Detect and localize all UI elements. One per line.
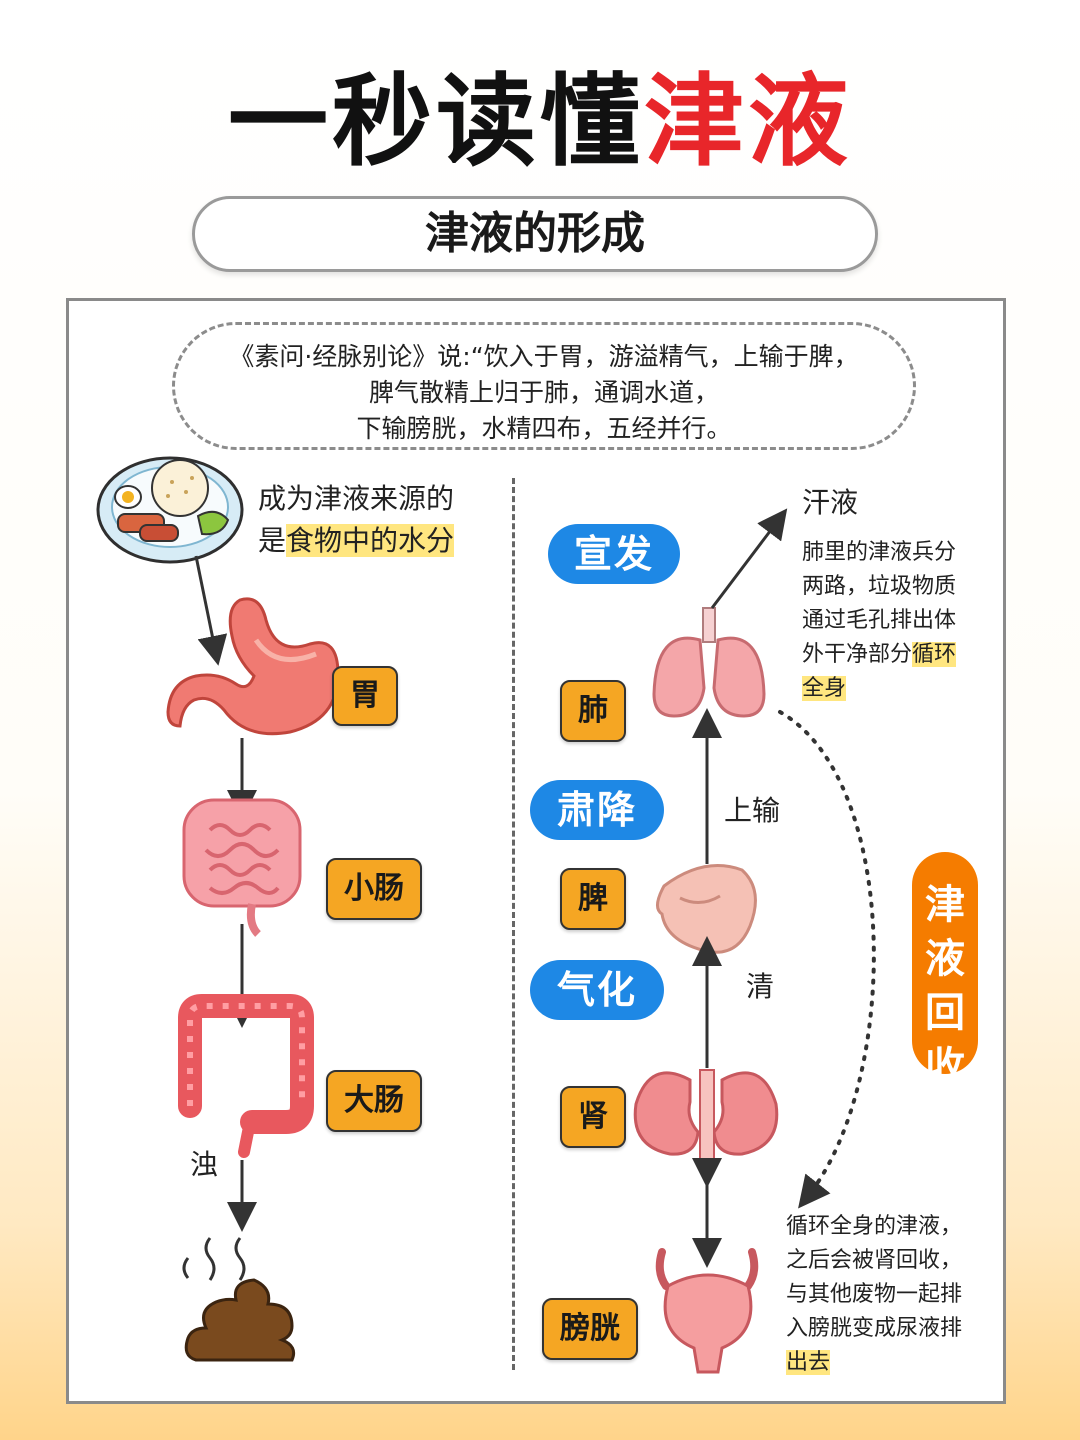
sweat-highlight-b: 全身	[802, 676, 847, 701]
quote-line-2: 脾气散精上归于肺，通调水道，	[368, 378, 719, 407]
sweat-desc-line5: 全身	[802, 672, 956, 706]
label-bladder: 膀胱	[542, 1298, 638, 1360]
sweat-desc-line4: 外干净部分循环	[802, 638, 957, 672]
recycle-desc-line5: 出去	[786, 1346, 962, 1380]
recycle-char-3: 回	[925, 990, 965, 1036]
section-title: 津液的形成	[192, 196, 878, 272]
sweat-description: 肺里的津液兵分 两路，垃圾物质 通过毛孔排出体 外干净部分循环 全身	[802, 536, 957, 706]
quote-line-1: 《素问·经脉别论》说:“饮入于胃，游溢精气，上输于脾，	[229, 342, 859, 371]
recycle-desc-line2: 之后会被肾回收，	[786, 1248, 963, 1273]
action-descend: 肃降	[530, 780, 664, 840]
title-main: 一秒读懂	[228, 63, 644, 180]
sweat-desc-line3: 通过毛孔排出体	[802, 608, 957, 633]
recycle-desc-line3: 与其他废物一起排	[786, 1282, 963, 1307]
column-divider	[512, 478, 515, 1370]
title-highlight: 津液	[644, 63, 852, 180]
label-small-intestine: 小肠	[326, 858, 422, 920]
action-disperse: 宣发	[548, 524, 680, 584]
turbid-label: 浊	[190, 1148, 219, 1181]
quote-box: 《素问·经脉别论》说:“饮入于胃，游溢精气，上输于脾， 脾气散精上归于肺，通调水…	[172, 322, 916, 450]
recycle-description: 循环全身的津液， 之后会被肾回收， 与其他废物一起排 入膀胱变成尿液排 出去	[786, 1210, 962, 1380]
recycle-char-1: 津	[925, 882, 965, 928]
sweat-desc-line2: 两路，垃圾物质	[802, 574, 957, 599]
label-spleen: 脾	[560, 868, 626, 930]
action-qi-transform: 气化	[530, 960, 664, 1020]
sweat-desc-line4-text: 外干净部分	[802, 642, 913, 667]
sweat-title: 汗液	[802, 486, 859, 519]
label-stomach: 胃	[332, 666, 398, 726]
source-caption-line2: 是食物中的水分	[258, 520, 455, 562]
recycle-char-4: 收	[925, 1044, 965, 1090]
recycle-desc-line1: 循环全身的津液，	[786, 1214, 963, 1239]
sweat-highlight-a: 循环	[912, 642, 957, 667]
label-large-intestine: 大肠	[326, 1070, 422, 1132]
source-caption: 成为津液来源的 是食物中的水分	[258, 478, 455, 562]
source-caption-prefix: 是	[258, 524, 287, 557]
recycle-desc-line4-text: 入膀胱变成尿液排	[786, 1316, 963, 1341]
recycle-highlight: 出去	[786, 1350, 831, 1375]
recycle-desc-line4: 入膀胱变成尿液排	[786, 1312, 962, 1346]
page-title: 一秒读懂津液	[0, 62, 1080, 182]
sweat-desc-line1: 肺里的津液兵分	[802, 540, 957, 565]
label-lung: 肺	[560, 680, 626, 742]
recycle-char-2: 液	[925, 936, 965, 982]
label-kidney: 肾	[560, 1086, 626, 1148]
quote-line-3: 下输膀胱，水精四布，五经并行。	[356, 414, 732, 443]
fluid-recycle-badge: 津 液 回 收	[912, 852, 978, 1090]
source-caption-line1: 成为津液来源的	[258, 482, 455, 515]
clear-label: 清	[746, 970, 775, 1003]
source-caption-highlight: 食物中的水分	[286, 524, 455, 557]
up-transport-label: 上输	[724, 794, 781, 827]
